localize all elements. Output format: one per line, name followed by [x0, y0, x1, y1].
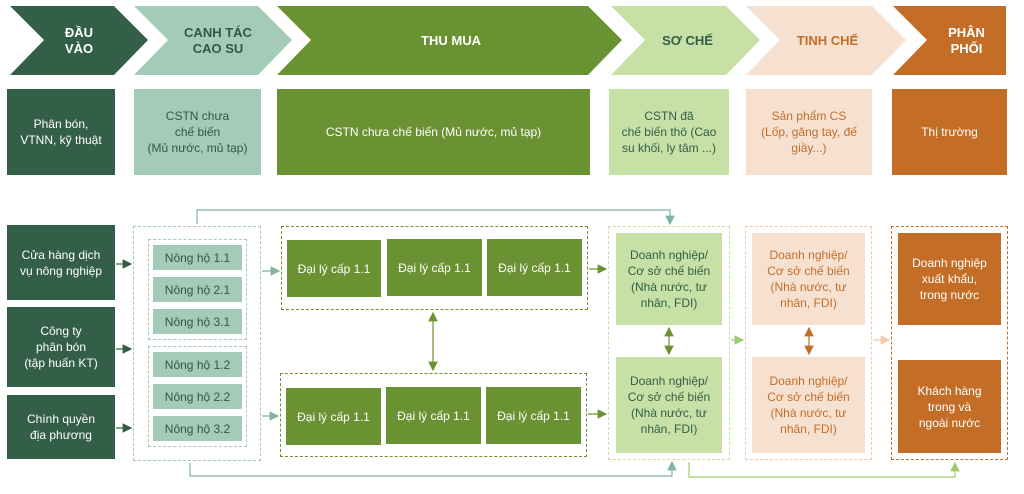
farmer-group-2: [148, 346, 247, 447]
farmer-1-2: Nông hộ 1.2: [153, 352, 242, 377]
processor-2: Doanh nghiệp/ Cơ sở chế biến (Nhà nước, …: [616, 357, 722, 453]
farmer-group-1: [148, 239, 247, 340]
agent-1-2: Đại lý cấp 1.1: [387, 239, 482, 296]
distributor-customers: Khách hàng trong và ngoài nước: [898, 360, 1001, 453]
stage-chevron-dau-vao: [10, 6, 148, 75]
stage-label-phan-phoi: PHÂN PHỐI: [948, 24, 985, 56]
farmer-2-2: Nông hộ 2.2: [153, 384, 242, 409]
refiner-1: Doanh nghiệp/ Cơ sở chế biến (Nhà nước, …: [752, 233, 865, 325]
stage-chevron-so-che: [611, 6, 760, 75]
stage-chevron-canh-tac: [134, 6, 292, 75]
farmer-outer-group: [133, 226, 261, 461]
agent-1-3: Đại lý cấp 1.1: [487, 239, 582, 296]
farmer-3-1: Nông hộ 3.1: [153, 309, 242, 334]
stage-label-canh-tac: CANH TÁC CAO SU: [184, 24, 252, 56]
refiner-group: [745, 226, 872, 460]
distribution-group: [891, 226, 1008, 460]
stage-label-thu-mua: THU MUA: [421, 32, 481, 48]
agent-1-1: Đại lý cấp 1.1: [287, 240, 381, 297]
stage-label-dau-vao: ĐẦU VÀO: [64, 24, 94, 56]
stage-chevron-thu-mua: [277, 6, 622, 75]
arrow-processors-to-distribution: [688, 461, 960, 478]
processor-1: Doanh nghiệp/ Cơ sở chế biến (Nhà nước, …: [616, 233, 722, 325]
product-box-market: Thị trường: [892, 89, 1007, 175]
stage-chevron-tinh-che: [746, 6, 906, 75]
agent-2-2: Đại lý cấp 1.1: [386, 387, 481, 444]
arrow-farmers-bypass-top: [196, 209, 675, 226]
farmer-1-1: Nông hộ 1.1: [153, 245, 242, 270]
stage-label-so-che: SƠ CHẾ: [662, 32, 713, 48]
distributor-exporter: Doanh nghiệp xuất khẩu, trong nước: [898, 233, 1001, 325]
product-box-inputs: Phân bón, VTNN, kỹ thuật: [7, 89, 115, 175]
agent-2-1: Đại lý cấp 1.1: [286, 388, 381, 445]
farmer-2-1: Nông hộ 2.1: [153, 277, 242, 302]
farmer-3-2: Nông hộ 3.2: [153, 416, 242, 441]
product-box-raw-latex: CSTN chưa chế biến (Mủ nước, mủ tạp): [134, 89, 261, 175]
refiner-2: Doanh nghiệp/ Cơ sở chế biến (Nhà nước, …: [752, 357, 865, 453]
processor-group: [608, 226, 730, 460]
agent-group-1: [281, 226, 588, 310]
stage-chevron-phan-phoi: [893, 6, 1006, 75]
product-box-semi-processed: CSTN đã chế biến thô (Cao su khối, ly tâ…: [609, 89, 729, 175]
input-agri-service-store: Cửa hàng dịch vụ nông nghiệp: [7, 225, 115, 300]
arrow-farmers-bypass-bottom: [189, 460, 677, 477]
stage-label-tinh-che: TINH CHẾ: [796, 32, 859, 48]
stage-chevrons: [10, 6, 1006, 75]
agent-group-2: [280, 373, 587, 457]
product-box-finished-products: Sản phẩm CS (Lốp, găng tay, đế giầy...): [746, 89, 872, 175]
input-fertilizer-company: Công ty phân bón (tập huấn KT): [7, 307, 115, 387]
product-box-collected-latex: CSTN chưa chế biến (Mủ nước, mủ tạp): [277, 89, 590, 175]
agent-2-3: Đại lý cấp 1.1: [486, 387, 581, 444]
input-local-government: Chính quyền địa phương: [7, 395, 115, 459]
